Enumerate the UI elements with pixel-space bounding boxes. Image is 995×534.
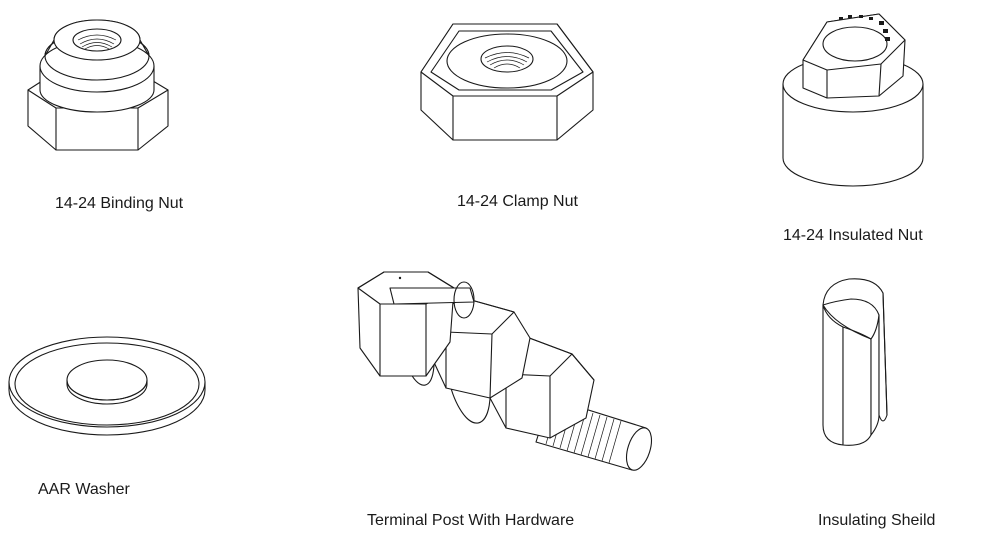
insulating-shield	[815, 275, 915, 455]
binding-nut	[20, 10, 180, 165]
clamp-nut	[415, 14, 600, 149]
insulated-nut-icon	[782, 13, 924, 187]
clamp-nut-label: 14-24 Clamp Nut	[457, 193, 578, 210]
terminal-post-label: Terminal Post With Hardware	[367, 512, 575, 529]
insulating-shield-label: Insulating Sheild	[818, 512, 936, 529]
insulated-nut-label: 14-24 Insulated Nut	[783, 227, 923, 244]
aar-washer-label: AAR Washer	[38, 481, 130, 498]
binding-nut-label: 14-24 Binding Nut	[55, 195, 184, 212]
washer-icon	[8, 336, 206, 436]
binding-nut-icon	[27, 19, 169, 151]
aar-washer	[5, 330, 210, 440]
insulated-nut	[775, 8, 935, 193]
insulating-shield-icon	[822, 278, 888, 446]
terminal-post	[350, 258, 670, 488]
terminal-post-icon	[357, 271, 653, 471]
clamp-nut-icon	[420, 23, 594, 141]
